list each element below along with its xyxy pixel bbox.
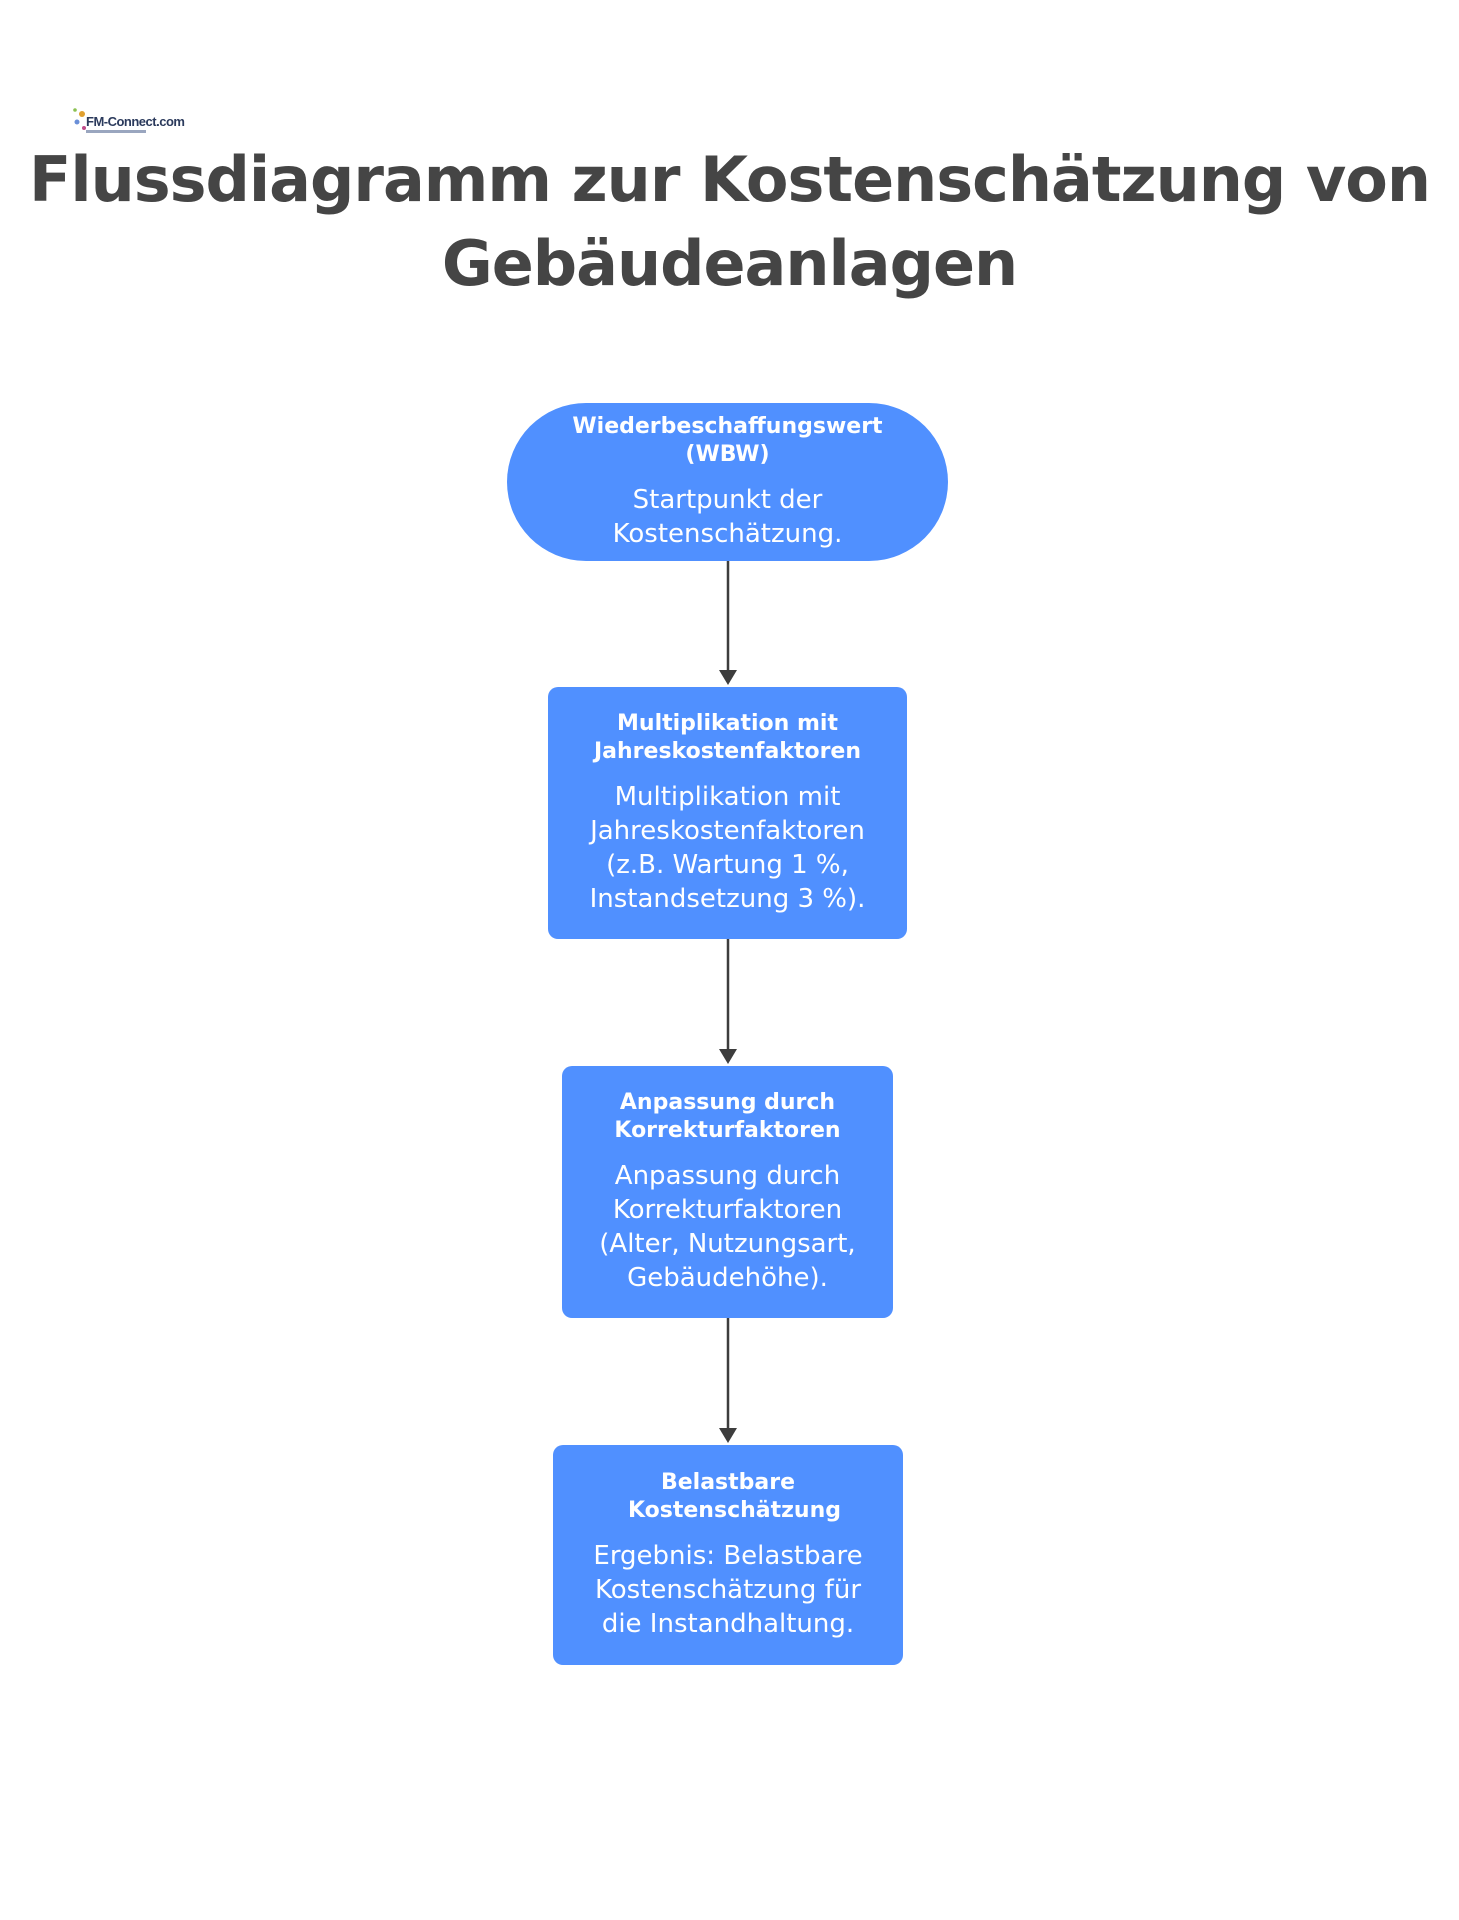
node-anpassung: Anpassung durch Korrekturfaktoren Anpass…	[562, 1066, 893, 1318]
logo-text: FM-Connect.com	[86, 114, 185, 129]
node-text: Ergebnis: Belastbare Kostenschätzung für…	[593, 1541, 863, 1639]
node-multiplikation: Multiplikation mit Jahreskostenfaktoren …	[548, 687, 907, 939]
page-title: Flussdiagramm zur Kostenschätzung von Ge…	[28, 143, 1431, 300]
node-title: Multiplikation mit Jahreskostenfaktoren	[593, 711, 862, 764]
fm-connect-logo: FM-Connect.com	[72, 100, 185, 140]
logo-graphic-icon	[73, 108, 86, 130]
arrowhead-1-2-icon	[719, 670, 737, 685]
node-title: Belastbare Kostenschätzung	[628, 1470, 842, 1523]
node-title: Wiederbeschaffungswert (WBW)	[572, 414, 883, 467]
node-wiederbeschaffungswert: Wiederbeschaffungswert (WBW) Startpunkt …	[507, 403, 948, 561]
node-title: Anpassung durch Korrekturfaktoren	[614, 1090, 841, 1143]
arrowhead-3-4-icon	[719, 1428, 737, 1443]
node-text: Multiplikation mit Jahreskostenfaktoren …	[589, 782, 866, 914]
arrowhead-2-3-icon	[719, 1049, 737, 1064]
node-kostenschaetzung: Belastbare Kostenschätzung Ergebnis: Bel…	[553, 1445, 903, 1665]
node-text: Startpunkt der Kostenschätzung.	[612, 485, 843, 549]
node-text: Anpassung durch Korrekturfaktoren (Alter…	[599, 1161, 856, 1293]
logo-tagline-bar	[86, 130, 146, 133]
